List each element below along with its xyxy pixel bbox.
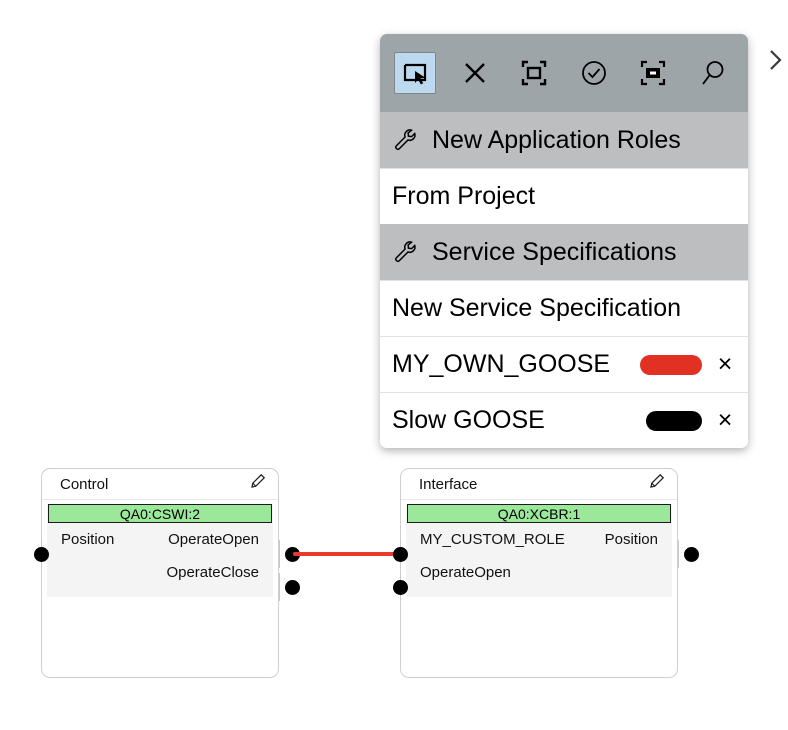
port-stub <box>279 540 280 568</box>
pointer-select-icon <box>400 58 430 88</box>
port-row: OperateClose <box>47 556 273 589</box>
panel-toolbar <box>380 34 748 112</box>
goose-connection[interactable] <box>293 552 403 556</box>
application-roles-panel: New Application Roles From Project Servi… <box>380 34 748 448</box>
port-row: OperateOpen <box>406 556 672 589</box>
input-label: OperateOpen <box>420 564 511 581</box>
section-header-label: Service Specifications <box>432 237 677 266</box>
focus-target-icon <box>638 58 668 88</box>
focus-tool[interactable] <box>632 52 674 94</box>
menu-item-my-own-goose[interactable]: MY_OWN_GOOSE × <box>380 336 748 392</box>
color-swatch[interactable] <box>646 410 702 431</box>
port-row: MY_CUSTOM_ROLE Position <box>406 523 672 556</box>
section-header-label: New Application Roles <box>432 125 681 154</box>
output-label: Position <box>604 531 658 548</box>
menu-item-label: Slow GOOSE <box>392 406 545 434</box>
frame-rect-icon <box>519 58 549 88</box>
menu-item-label: New Service Specification <box>392 294 682 322</box>
magnifier-icon <box>698 58 728 88</box>
menu-item-label: MY_OWN_GOOSE <box>392 350 611 378</box>
block-title-bar: Control <box>42 469 278 500</box>
check-circle-icon <box>579 58 609 88</box>
wrench-icon <box>390 127 420 153</box>
zoom-tool[interactable] <box>692 52 734 94</box>
remove-icon[interactable]: × <box>717 406 733 434</box>
menu-item-slow-goose[interactable]: Slow GOOSE × <box>380 392 748 448</box>
fit-tool[interactable] <box>513 52 555 94</box>
block-body: QA0:CSWI:2 Position OperateOpen OperateC… <box>47 504 273 597</box>
input-port-position[interactable] <box>34 547 49 562</box>
section-header-new-application-roles: New Application Roles <box>380 112 748 168</box>
output-label: OperateClose <box>166 564 259 581</box>
block-tag: QA0:XCBR:1 <box>407 504 671 523</box>
block-title: Control <box>60 475 109 493</box>
validate-tool[interactable] <box>573 52 615 94</box>
input-label: Position <box>61 531 115 548</box>
input-port-operateopen[interactable] <box>393 580 408 595</box>
block-title: Interface <box>419 475 478 493</box>
menu-item-label: From Project <box>392 182 536 210</box>
block-tag: QA0:CSWI:2 <box>48 504 272 523</box>
output-port-operateclose[interactable] <box>285 580 300 595</box>
output-port-operateopen[interactable] <box>285 547 300 562</box>
port-stub <box>279 573 280 601</box>
port-stub <box>678 540 679 568</box>
delete-tool[interactable] <box>454 52 496 94</box>
select-tool[interactable] <box>394 52 436 94</box>
output-label: OperateOpen <box>168 531 259 548</box>
expand-right-icon[interactable] <box>765 46 785 74</box>
menu-item-new-service-specification[interactable]: New Service Specification <box>380 280 748 336</box>
menu-item-from-project[interactable]: From Project <box>380 168 748 224</box>
section-header-service-specifications: Service Specifications <box>380 224 748 280</box>
control-block[interactable]: Control QA0:CSWI:2 Position OperateOpen … <box>41 468 279 678</box>
output-port-position[interactable] <box>684 547 699 562</box>
color-swatch[interactable] <box>640 354 702 375</box>
block-body: QA0:XCBR:1 MY_CUSTOM_ROLE Position Opera… <box>406 504 672 597</box>
pencil-icon[interactable] <box>648 473 665 495</box>
input-label: MY_CUSTOM_ROLE <box>420 531 565 548</box>
input-port-my-custom-role[interactable] <box>393 547 408 562</box>
remove-icon[interactable]: × <box>717 350 733 378</box>
close-x-icon <box>460 58 490 88</box>
pencil-icon[interactable] <box>249 473 266 495</box>
port-row: Position OperateOpen <box>47 523 273 556</box>
wrench-icon <box>390 239 420 265</box>
interface-block[interactable]: Interface QA0:XCBR:1 MY_CUSTOM_ROLE Posi… <box>400 468 678 678</box>
block-title-bar: Interface <box>401 469 677 500</box>
